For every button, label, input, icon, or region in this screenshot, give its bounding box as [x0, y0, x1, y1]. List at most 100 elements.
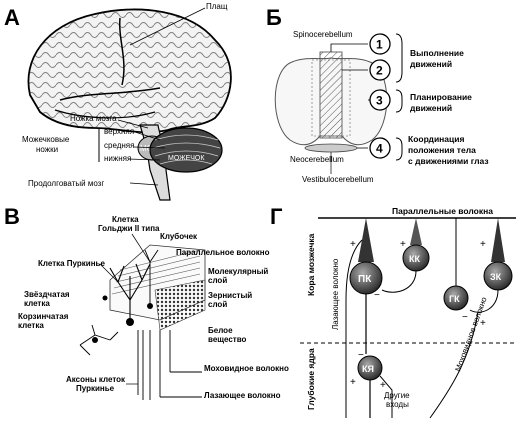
kk-label: КК — [409, 254, 420, 264]
gk-label: ГК — [449, 294, 460, 304]
golgi-label-2: Гольджи II типа — [98, 224, 160, 233]
white-matter-label-2: вещество — [208, 335, 247, 344]
granular-label-2: слой — [208, 300, 227, 309]
purkinje-leader — [99, 263, 119, 283]
zk-label: ЗК — [490, 272, 502, 282]
climbing-fiber-label: Лазающее волокно — [204, 391, 281, 400]
srednyaya-label: средняя — [104, 141, 134, 150]
sign-plus-4: + — [350, 377, 356, 388]
cortex-label: Кора мозжечка — [306, 233, 316, 296]
parallel-fibers — [111, 249, 201, 295]
folium-granular-layer — [154, 279, 206, 331]
function-1-line-1: Выполнение — [410, 48, 464, 58]
golgi-label-1: Клетка — [112, 215, 139, 224]
spinocerebellum-label: Spinocerebellum — [293, 30, 353, 39]
brain-gyri-texture — [28, 9, 231, 133]
bracket-1-2 — [395, 33, 403, 83]
deep-nuclei-label: Глубокие ядра — [306, 348, 316, 410]
molecular-label-1: Молекулярный — [208, 267, 268, 276]
sign-plus-2: + — [400, 239, 406, 250]
nozhka-leader — [117, 119, 149, 129]
lateral-sulcus — [59, 87, 161, 101]
circle-3-label: 3 — [376, 94, 383, 108]
plashch-label: Плащ — [206, 2, 228, 11]
function-2-line-2: движений — [410, 103, 452, 113]
purkinje-dendrites — [109, 263, 151, 320]
zk-axon — [469, 289, 499, 313]
flocculus — [304, 143, 358, 153]
nizhnyaya-leader — [127, 158, 161, 161]
panel-g-letter: Г — [270, 204, 283, 229]
golgi-leader — [131, 233, 151, 263]
molecular-label-2: слой — [208, 276, 227, 285]
verkhnyaya-leader — [134, 131, 161, 141]
gk-cell — [443, 285, 469, 311]
climbing-fiber — [345, 239, 363, 418]
golgi-cell — [144, 249, 159, 305]
verkhnyaya-label: верхняя — [104, 127, 134, 136]
circle-1-label: 1 — [376, 38, 383, 52]
mozzhechok-label: МОЖЕЧОК — [168, 155, 205, 162]
sign-minus-3: − — [358, 350, 364, 361]
circle-4-label: 4 — [376, 142, 383, 156]
climbing-fiber-label-g: Лазающее волокно — [331, 258, 340, 330]
panel-b: Б Spinocerebellum Neocerebellum Vestibul… — [266, 5, 489, 184]
sign-minus-1: − — [374, 290, 380, 301]
circle-4 — [369, 137, 391, 159]
function-3-line-1: Координация — [408, 134, 464, 144]
zk-dendrite — [491, 218, 505, 262]
parallel-fibers-label: Параллельные волокна — [392, 206, 493, 216]
pk-label: ПК — [358, 274, 372, 285]
nozhka-mozga-label: Ножка мозга — [70, 114, 117, 123]
central-sulcus — [118, 17, 125, 86]
purkinje-cell-label: Клетка Пуркинье — [38, 259, 105, 268]
cerebellum-folia — [152, 134, 221, 165]
basket-label-2: клетка — [18, 321, 44, 330]
stellate-cell-soma — [102, 295, 108, 301]
function-2-line-1: Планирование — [410, 92, 472, 102]
temporal-lobe — [54, 109, 156, 119]
neocerebellum-label: Neocerebellum — [290, 155, 344, 164]
paravermis — [311, 59, 351, 137]
sign-plus-1: + — [350, 239, 356, 250]
vermis — [319, 51, 343, 139]
panel-a: А МОСТ МОЖЕЧОК Плащ Ножка мозга Можечков… — [4, 2, 232, 201]
sign-plus-3: + — [480, 239, 486, 250]
function-1-line-2: движений — [410, 59, 452, 69]
mossy-fiber-label: Моховидное волокно — [204, 364, 289, 373]
other-inputs-label-1: Другие — [384, 391, 410, 400]
circle-2 — [369, 59, 391, 81]
basket-cell-soma — [92, 337, 98, 343]
purkinje-axons-label-2: Пуркинье — [76, 384, 115, 393]
other-inputs — [379, 375, 393, 418]
bracket-4 — [395, 137, 403, 161]
plashch-leader — [129, 7, 206, 46]
basket-cell — [79, 324, 119, 356]
panel-a-letter: А — [4, 5, 20, 30]
nizhnyaya-label: нижняя — [104, 154, 131, 163]
prodolgovatyi-label: Продолговатый мозг — [28, 179, 104, 188]
white-matter-label-1: Белое — [208, 326, 233, 335]
circle-3 — [369, 89, 391, 111]
mozzhechkovye-label-1: Можечковые — [22, 135, 70, 144]
sign-minus-2: − — [462, 312, 468, 323]
purkinje-soma — [126, 318, 134, 326]
connector-1 — [330, 43, 368, 52]
function-3-line-2: положения тела — [408, 145, 476, 155]
srednyaya-leader — [133, 146, 166, 149]
prodolgovatyi-leader — [129, 182, 159, 186]
sign-plus-6: + — [480, 318, 486, 329]
parallel-fiber-label: Параллельное волокно — [176, 248, 270, 257]
panel-v: В Клетка Гольджи II типа Клубочек Паралл… — [4, 204, 289, 400]
pk-dendrite — [358, 218, 374, 262]
kk-axon — [381, 270, 417, 293]
vestibulocerebellum-label: Vestibulocerebellum — [302, 175, 374, 184]
circle-1 — [369, 33, 391, 55]
basket-label-1: Корзинчатая — [18, 312, 69, 321]
mossy-fiber — [429, 311, 479, 419]
cerebellum — [149, 127, 223, 173]
white-matter-fibers — [137, 330, 202, 400]
sign-plus-5: + — [380, 380, 386, 391]
golgi-cell-soma — [147, 303, 153, 309]
